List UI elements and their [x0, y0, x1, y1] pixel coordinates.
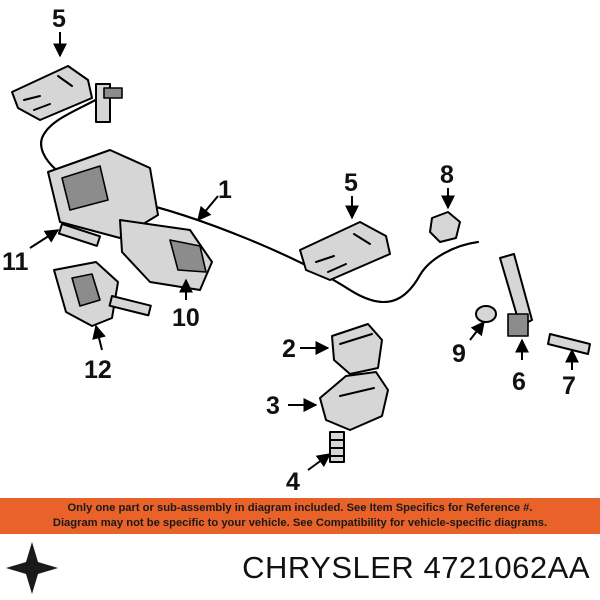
end-link-left	[95, 83, 123, 123]
frame-mount-assembly	[47, 149, 213, 327]
callout-12: 12	[84, 356, 112, 384]
bolt-right	[547, 333, 591, 355]
callout-4: 4	[286, 468, 300, 496]
chrysler-pentastar-icon	[6, 542, 58, 594]
callout-6: 6	[512, 368, 526, 396]
callout-1: 1	[218, 176, 232, 204]
bolt-lower	[329, 431, 345, 463]
stabilizer-link	[499, 253, 533, 337]
part-number: 4721062AA	[423, 550, 590, 585]
callout-5-center: 5	[344, 169, 358, 197]
callout-5-upper: 5	[52, 5, 66, 33]
bushing-retainer-center	[299, 221, 391, 281]
link-bushing	[475, 305, 497, 323]
brand-name: CHRYSLER	[242, 550, 415, 585]
disclaimer-line-1: Only one part or sub-assembly in diagram…	[67, 502, 533, 514]
callout-3: 3	[266, 392, 280, 420]
nut	[429, 211, 461, 243]
disclaimer-line-2: Diagram may not be specific to your vehi…	[52, 517, 548, 529]
bushing	[331, 323, 383, 375]
disclaimer-bar: Only one part or sub-assembly in diagram…	[0, 498, 600, 534]
callout-10: 10	[172, 304, 200, 332]
brand-and-part-number: CHRYSLER 4721062AA	[242, 550, 590, 586]
parts-diagram: 5 1 5 8 11 10 12 2 3 4 9 6 7	[2, 5, 591, 496]
footer: CHRYSLER 4721062AA	[0, 534, 600, 600]
callout-11: 11	[2, 248, 29, 276]
callout-2: 2	[282, 335, 296, 363]
callout-8: 8	[440, 161, 454, 189]
callout-7: 7	[562, 372, 576, 400]
bushing-retainer-upper	[11, 65, 93, 121]
callout-9: 9	[452, 340, 466, 368]
bushing-clamp	[319, 371, 389, 431]
callout-group: 5 1 5 8 11 10 12 2 3 4 9 6 7	[2, 5, 579, 496]
stabilizer-bar	[40, 91, 479, 303]
